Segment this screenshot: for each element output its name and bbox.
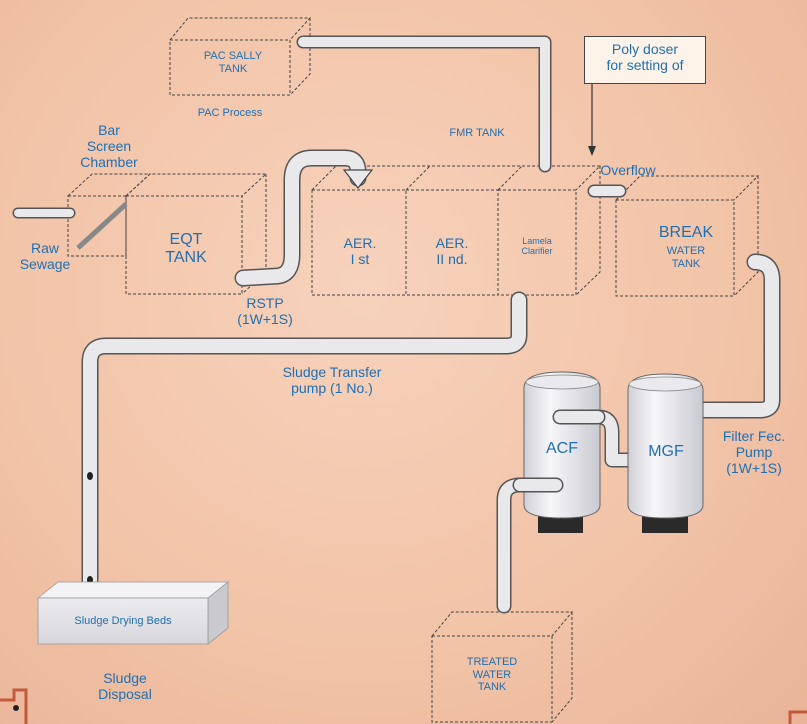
bar-screen <box>76 202 128 250</box>
poly-doser-label: Poly doser for setting of <box>606 41 684 74</box>
pac-sally-tank-box <box>169 17 312 96</box>
mgf-label: MGF <box>648 443 684 460</box>
corner-ornament <box>788 710 807 724</box>
bar-screen-label: Bar Screen Chamber <box>80 122 138 171</box>
sludge-disposal-label: Sludge Disposal <box>98 670 152 703</box>
pipe-sludge-transfer <box>81 291 528 591</box>
sludge-drying-beds-label: Sludge Drying Beds <box>74 615 172 627</box>
fmr-tank-label: FMR TANK <box>449 127 505 139</box>
pac-process-label: PAC Process <box>197 107 263 119</box>
pipe-break-to-mgf <box>696 253 781 419</box>
pipe-pac-to-fmr <box>296 35 552 173</box>
water-tank-label: WATER TANK <box>666 245 706 270</box>
flow-arrow-icon <box>342 169 374 189</box>
poly-doser-arrow-icon <box>588 146 596 156</box>
rstp-label: RSTP (1W+1S) <box>237 295 293 328</box>
raw-sewage-label: Raw Sewage <box>19 240 71 273</box>
break-water-tank-box <box>615 175 760 297</box>
mgf-vessel <box>627 373 704 533</box>
acf-label: ACF <box>546 440 578 457</box>
overflow-label: Overflow <box>600 162 656 178</box>
treated-water-tank-box <box>431 611 574 723</box>
lamela-clarifier-label: Lamela Clarifier <box>521 236 553 257</box>
filter-feed-pump-label: Filter Fec. Pump (1W+1S) <box>722 428 786 477</box>
sludge-transfer-label: Sludge Transfer pump (1 No.) <box>282 364 382 397</box>
sludge-drying-beds <box>36 581 230 645</box>
fmr-tank-box <box>311 165 602 296</box>
sludge-drop-marker <box>87 472 93 480</box>
aer-2-label: AER. II nd. <box>435 235 469 268</box>
aer-1-label: AER. I st <box>343 235 377 268</box>
eqt-tank-label: EQT TANK <box>165 231 207 267</box>
poly-doser-callout: Poly doser for setting of <box>584 36 706 84</box>
pipe-rstp <box>234 149 367 287</box>
pac-sally-tank-label: PAC SALLY TANK <box>203 50 263 75</box>
treated-water-tank-label: TREATED WATER TANK <box>466 656 518 694</box>
corner-ornament <box>0 688 28 724</box>
break-tank-label: BREAK <box>658 224 714 241</box>
corner-dot <box>13 705 19 711</box>
